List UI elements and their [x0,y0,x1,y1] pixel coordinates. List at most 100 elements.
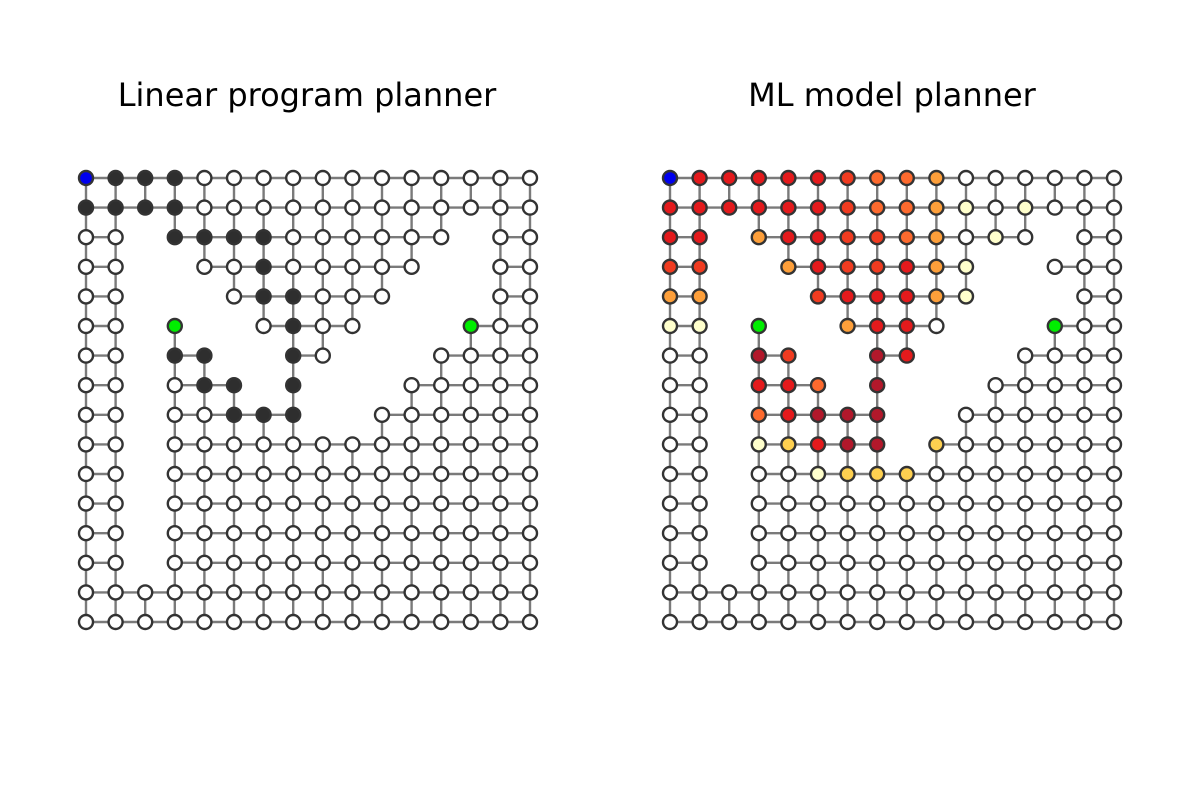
graph-node [750,465,767,483]
visited-node [928,258,945,275]
visited-node [928,199,945,216]
grid-nodes [661,169,1123,631]
graph-node [1016,465,1034,483]
graph-node [314,554,331,571]
visited-node [750,377,767,394]
graph-node [462,525,479,542]
graph-node [285,436,302,453]
graph-node [196,613,213,631]
graph-node [492,258,509,275]
graph-node [344,465,361,483]
visited-node [750,169,767,187]
graph-node [344,169,361,187]
graph-node [809,525,827,542]
graph-node [1046,465,1064,483]
graph-node [433,584,450,601]
graph-node [492,465,509,483]
graph-node [809,495,827,512]
graph-node [957,436,975,453]
graph-node [403,436,420,453]
graph-node [1046,347,1064,364]
graph-node [166,554,184,571]
graph-node [780,584,797,601]
graph-node [1105,228,1123,246]
path-node [285,288,302,305]
graph-node [987,584,1004,601]
visited-node [780,199,797,216]
graph-node [196,525,213,542]
graph-node [373,228,391,246]
graph-node [1046,406,1064,423]
ml-model-planner-title: ML model planner [748,76,1036,114]
graph-node [1046,258,1064,275]
graph-node [521,436,539,453]
graph-node [691,347,708,364]
path-node [77,199,95,216]
graph-node [403,495,420,512]
graph-node [403,584,420,601]
graph-node [433,525,450,542]
visited-node [809,465,827,483]
graph-node [285,613,302,631]
graph-node [957,554,975,571]
graph-node [1016,436,1034,453]
graph-node [462,199,479,216]
graph-node [255,199,272,216]
graph-node [314,317,331,335]
path-node [255,228,272,246]
graph-node [928,554,945,571]
graph-node [462,169,479,187]
graph-node [521,317,539,335]
graph-node [1046,613,1064,631]
graph-node [255,169,272,187]
visited-node [898,169,915,187]
graph-node [1076,613,1093,631]
graph-node [462,406,479,423]
graph-node [750,554,767,571]
graph-node [344,258,361,275]
visited-node [721,199,738,216]
graph-node [314,495,331,512]
graph-node [780,613,797,631]
visited-node [898,317,915,335]
graph-node [987,495,1004,512]
graph-node [521,613,539,631]
path-node [136,169,154,187]
graph-node [521,228,539,246]
visited-node [750,406,767,423]
graph-node [521,199,539,216]
visited-node [661,288,679,305]
graph-node [403,169,420,187]
visited-node [869,317,886,335]
visited-node [928,169,945,187]
path-node [255,258,272,275]
graph-node [77,436,95,453]
graph-node [344,288,361,305]
graph-node [462,377,479,394]
graph-node [691,465,708,483]
ml-model-planner-graph [661,169,1123,631]
visited-node [661,228,679,246]
visited-node [809,436,827,453]
graph-node [77,495,95,512]
graph-node [344,228,361,246]
graph-node [314,465,331,483]
visited-node [839,228,856,246]
graph-node [1016,406,1034,423]
graph-node [1105,169,1123,187]
graph-node [957,495,975,512]
graph-node [107,288,124,305]
visited-node [809,377,827,394]
visited-node [957,288,975,305]
graph-node [521,406,539,423]
path-node [285,406,302,423]
graph-node [1076,347,1093,364]
graph-node [750,525,767,542]
graph-node [285,554,302,571]
graph-node [987,377,1004,394]
graph-node [1076,406,1093,423]
graph-node [691,584,708,601]
graph-node [1046,525,1064,542]
visited-node [661,317,679,335]
graph-node [492,199,509,216]
